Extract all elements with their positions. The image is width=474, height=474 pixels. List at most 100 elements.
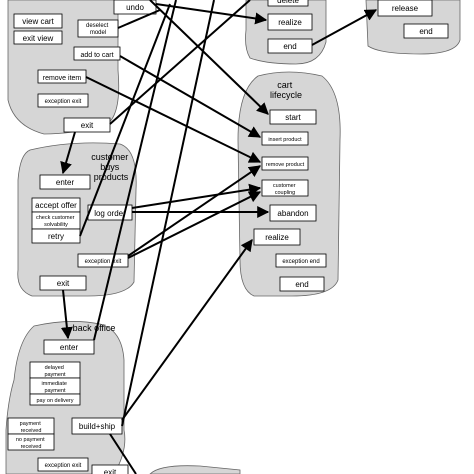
edge-remove-item-to-remove-product: [85, 76, 262, 163]
group-bottom-partial: [149, 465, 241, 474]
label-line: received: [21, 428, 42, 434]
node-deselect-model: [77, 19, 119, 38]
group-title-line: products: [94, 172, 129, 182]
node-add-to-cart: [73, 46, 121, 61]
node-exit-view: [13, 30, 63, 45]
node-exit-back: [91, 464, 129, 474]
label-line: solvability: [44, 222, 68, 228]
group-title-line: cart: [277, 80, 293, 90]
group-cart-delete: [245, 0, 327, 65]
group-title-line: buys: [100, 162, 120, 172]
edge-exit-customer-to-enter-back-office: [60, 289, 73, 340]
label-view-cart: view cart: [22, 17, 54, 26]
edge-end-top-to-release: [311, 9, 378, 46]
label-delayed-payment: delayed payment: [44, 365, 66, 378]
label-end-right: end: [419, 27, 432, 36]
edge-build-ship-to-bottom: [109, 433, 137, 474]
label-insert-product: insert product: [268, 137, 302, 143]
group-title-back-office: back office: [73, 323, 116, 333]
label-build-ship: build+ship: [79, 422, 116, 431]
label-line: delayed: [45, 365, 64, 371]
label-log-order: log order: [94, 209, 126, 218]
label-end-cart: end: [295, 280, 308, 289]
node-pay-on-delivery: [29, 393, 81, 406]
node-end-cart: [279, 276, 325, 292]
node-realize-top: [267, 13, 313, 31]
label-line: customer: [273, 183, 296, 189]
label-exception-end: exception end: [282, 259, 319, 265]
label-remove-product: remove product: [266, 162, 305, 168]
label-realize-cart: realize: [265, 233, 289, 242]
label-exit-view: exit view: [23, 34, 54, 43]
node-insert-product: [261, 131, 309, 146]
label-line: immediate: [42, 381, 67, 387]
label-line: no payment: [16, 437, 45, 443]
label-exit-top: exit: [81, 121, 94, 130]
edge-build-ship-to-delete-top: [121, 0, 215, 427]
label-line: payment: [44, 372, 66, 378]
node-remove-product: [261, 156, 309, 171]
label-delete-partial: delete: [277, 0, 299, 5]
label-release: release: [392, 4, 419, 13]
node-customer-coupling: [261, 179, 309, 197]
node-exception-end: [275, 253, 327, 268]
node-no-payment-received: [7, 433, 55, 451]
label-enter-customer: enter: [56, 178, 75, 187]
node-release: [377, 0, 433, 17]
label-abandon: abandon: [277, 209, 308, 218]
label-line: coupling: [275, 190, 296, 196]
label-exception-exit-customer: exception exit: [85, 259, 122, 265]
node-start: [269, 109, 317, 125]
label-retry: retry: [48, 232, 64, 241]
edge-build-ship-to-realize-cart: [121, 239, 253, 421]
node-exit-top: [63, 117, 111, 133]
label-immediate-payment: immediate payment: [42, 381, 69, 394]
label-remove-item: remove item: [43, 75, 82, 82]
label-line: received: [21, 444, 42, 450]
label-undo: undo: [126, 3, 144, 12]
label-add-to-cart: add to cart: [80, 52, 113, 59]
label-realize-top: realize: [278, 18, 302, 27]
edge-log-order-to-customer-coupling: [131, 183, 262, 209]
label-no-payment-received: no payment received: [16, 437, 46, 450]
node-delete-partial: [267, 0, 309, 7]
group-title-cart-lifecycle: cart lifecycle: [270, 80, 302, 100]
label-exit-customer: exit: [57, 279, 70, 288]
label-payment-received: payment received: [20, 421, 43, 434]
node-realize-cart: [253, 228, 301, 246]
node-exception-exit-top: [37, 93, 89, 108]
label-pay-on-delivery: pay on delivery: [37, 398, 74, 404]
group-title-line: lifecycle: [270, 90, 302, 100]
edge-add-to-cart-to-insert-product: [119, 55, 262, 138]
edge-exception-exit-customer-to-customer-coupling: [127, 191, 262, 259]
label-start: start: [285, 113, 301, 122]
node-enter-customer: [39, 174, 91, 190]
node-abandon: [269, 204, 317, 222]
node-exception-exit-customer: [77, 253, 129, 268]
node-exception-exit-back: [37, 457, 89, 472]
node-end-right: [403, 23, 449, 39]
label-accept-offer: accept offer: [35, 201, 77, 210]
label-end-top: end: [283, 42, 296, 51]
label-line: payment: [20, 421, 42, 427]
edge-back-office-to-top: [93, 0, 177, 341]
label-enter-back-office: enter: [60, 343, 79, 352]
edge-exception-exit-customer-to-remove-product: [127, 165, 261, 257]
label-line: deselect: [86, 23, 109, 29]
label-exit-back: exit: [104, 468, 117, 474]
label-line: model: [90, 30, 106, 36]
label-check-customer-solvability: check customer solvability: [36, 215, 76, 228]
node-enter-back-office: [43, 339, 95, 355]
edge-undo-to-start: [149, 0, 269, 115]
label-exception-exit-back: exception exit: [45, 463, 82, 469]
node-remove-item: [37, 69, 87, 84]
label-exception-exit-top: exception exit: [45, 99, 82, 105]
label-customer-coupling: customer coupling: [273, 183, 297, 196]
edge-exit-top-to-delete: [109, 0, 251, 125]
node-view-cart: [13, 13, 63, 29]
label-deselect-model: deselect model: [86, 23, 110, 36]
node-end-top: [267, 38, 313, 54]
label-line: payment: [44, 388, 66, 394]
edge-retry-to-top: [79, 3, 171, 237]
